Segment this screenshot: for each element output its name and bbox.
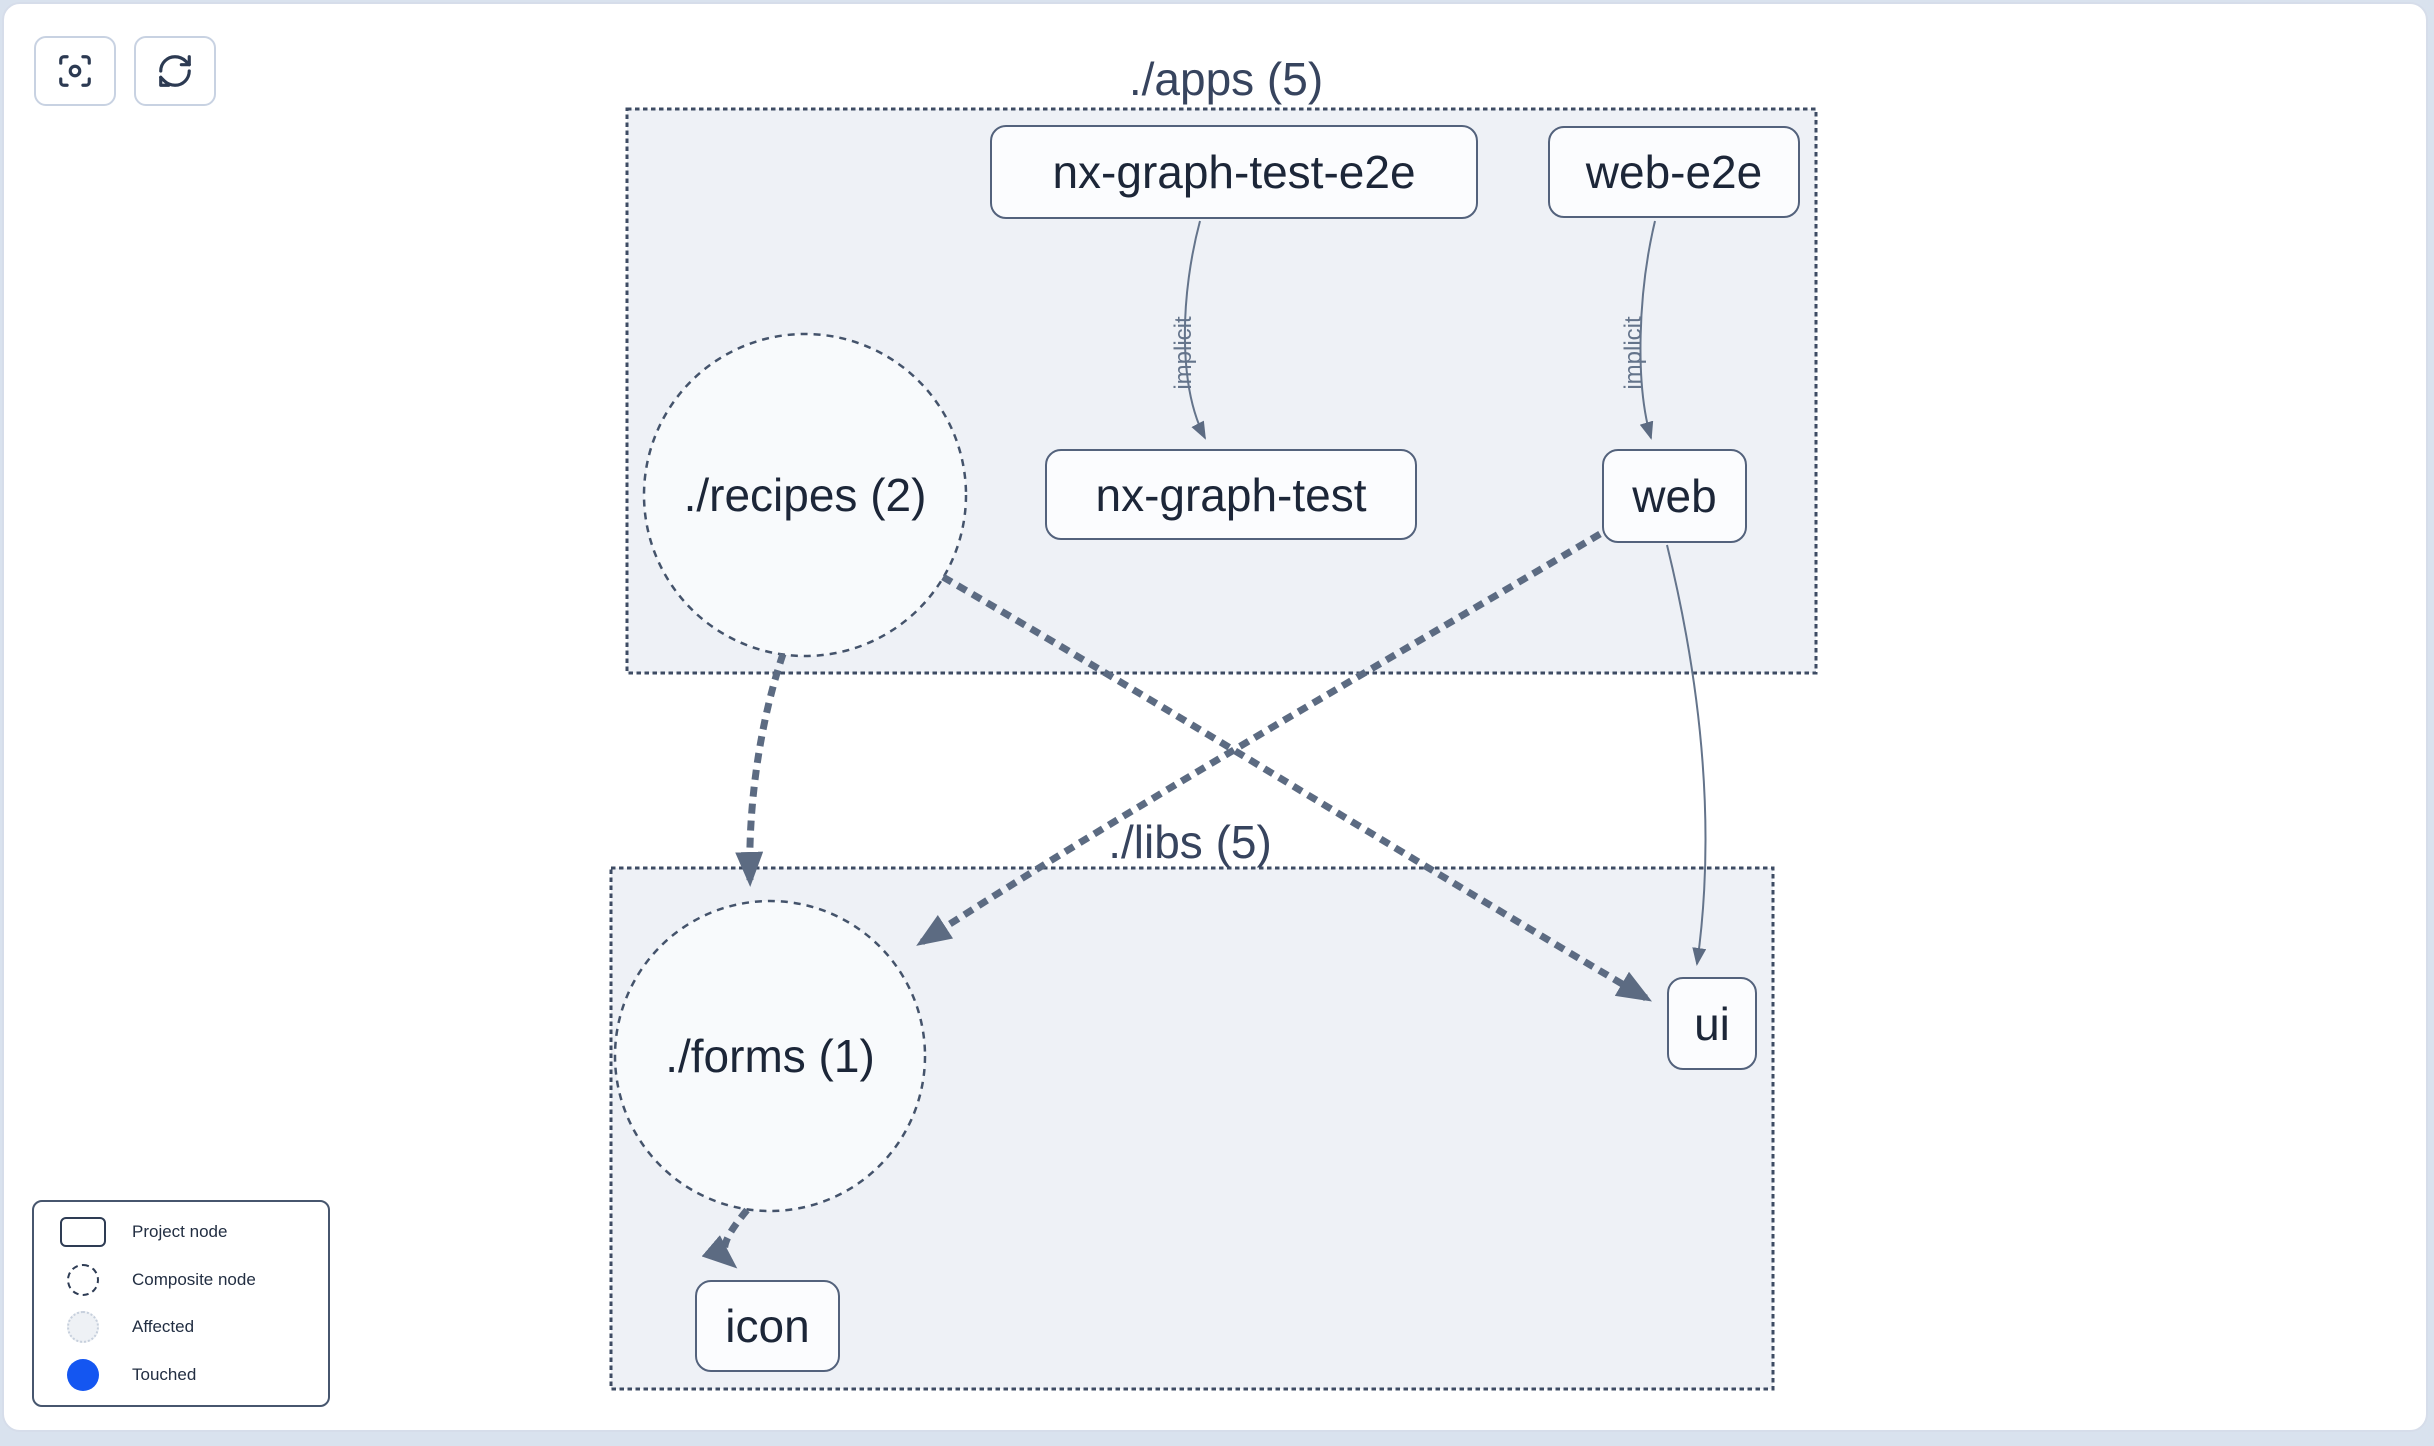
legend-label: Composite node [132,1269,256,1289]
edge-web-e2e-to-web [1639,220,1656,440]
project-node-nx-graph-test[interactable]: nx-graph-test [1045,449,1417,540]
edge-recipes-to-forms [735,652,787,887]
edge-web-to-ui [1666,544,1707,966]
focus-button[interactable] [34,36,116,106]
refresh-icon [156,52,194,90]
project-node-nx-graph-test-e2e[interactable]: nx-graph-test-e2e [990,125,1478,219]
composite-node-forms-label: ./forms (1) [665,1030,875,1082]
legend-row-project-node: Project node [34,1208,328,1256]
legend: Project node Composite node Affected Tou… [32,1200,330,1407]
legend-label: Affected [132,1317,195,1337]
edge-web-to-forms [916,530,1602,946]
group-label-libs: ./libs (5) [1108,816,1272,868]
edge-label-implicit-1: implicit [1170,316,1197,390]
legend-row-composite-node: Composite node [34,1256,328,1304]
focus-icon [56,52,94,90]
project-node-ui[interactable]: ui [1667,977,1757,1070]
composite-node-recipes[interactable] [642,332,968,658]
project-node-icon[interactable]: icon [695,1280,840,1372]
refresh-button[interactable] [134,36,216,106]
legend-row-touched: Touched [34,1351,328,1399]
project-node-web[interactable]: web [1602,449,1747,543]
project-node-web-e2e[interactable]: web-e2e [1548,126,1800,218]
project-node-swatch [60,1216,106,1247]
edge-label-implicit-2: implicit [1620,316,1647,390]
composite-node-swatch [67,1263,99,1296]
edge-forms-to-icon [701,1207,750,1269]
edge-nx-graph-test-e2e-to-nx-graph-test [1183,220,1206,440]
legend-label: Project node [132,1221,228,1241]
edge-recipes-to-ui [941,573,1653,1002]
touched-swatch [67,1359,99,1392]
group-label-apps: ./apps (5) [1128,53,1324,105]
composite-node-forms[interactable] [613,899,927,1213]
composite-node-recipes-label: ./recipes (2) [684,469,927,521]
legend-row-affected: Affected [34,1304,328,1352]
legend-label: Touched [132,1365,197,1385]
affected-swatch [67,1311,99,1344]
